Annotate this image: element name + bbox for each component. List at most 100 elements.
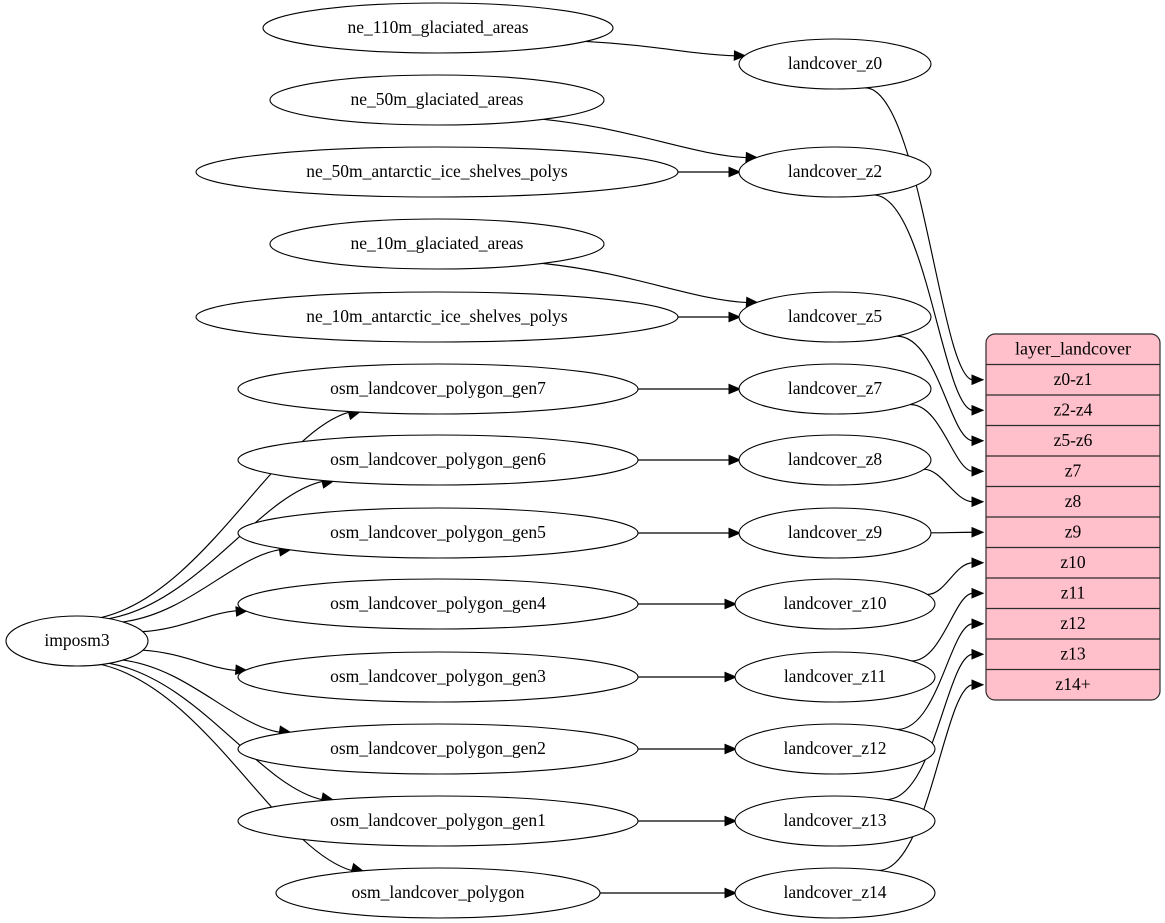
graph-node-osm_landcover_polygon_gen1[interactable]: osm_landcover_polygon_gen1: [237, 795, 639, 847]
node-label: landcover_z12: [783, 738, 886, 758]
edge-arrowhead: [724, 598, 738, 610]
node-label: landcover_z14: [783, 882, 886, 902]
edge-path: [109, 662, 324, 801]
edge-path: [585, 40, 736, 57]
row-label: z7: [1065, 460, 1082, 480]
edge-path: [910, 403, 974, 472]
table-row-z11[interactable]: z11: [986, 577, 1160, 602]
node-shape: [269, 74, 605, 126]
edge-path: [143, 649, 237, 672]
edge-path: [122, 549, 281, 623]
node-shape: [734, 578, 936, 630]
edge-ne_10m_antarctic_ice_shelves_polys-to-landcover_z5: [678, 311, 742, 323]
graph-node-osm_landcover_polygon[interactable]: osm_landcover_polygon: [275, 867, 601, 919]
node-shape: [734, 867, 936, 919]
graph-node-osm_landcover_polygon_gen6[interactable]: osm_landcover_polygon_gen6: [237, 434, 639, 486]
node-shape: [738, 291, 932, 343]
table-row-z8[interactable]: z8: [986, 485, 1160, 511]
graph-node-landcover_z11[interactable]: landcover_z11: [734, 651, 936, 703]
node-label: landcover_z10: [783, 593, 886, 613]
graph-node-landcover_z14[interactable]: landcover_z14: [734, 867, 936, 919]
row-label: z14+: [1055, 674, 1090, 694]
table-header-label: layer_landcover: [1015, 338, 1131, 358]
edge-arrowhead: [724, 671, 738, 683]
edge-path: [122, 659, 281, 733]
edge-landcover_z2-to-z2-z4: [873, 194, 985, 416]
row-label: z0-z1: [1054, 369, 1093, 389]
graph-node-ne_10m_antarctic_ice_shelves_polys[interactable]: ne_10m_antarctic_ice_shelves_polys: [195, 291, 679, 343]
graph-node-osm_landcover_polygon_gen4[interactable]: osm_landcover_polygon_gen4: [237, 578, 639, 630]
edge-osm_landcover_polygon_gen2-to-landcover_z12: [638, 743, 738, 755]
edge-arrowhead: [724, 887, 738, 899]
edge-arrowhead: [728, 383, 742, 395]
edge-osm_landcover_polygon_gen4-to-landcover_z10: [638, 598, 738, 610]
graph-node-osm_landcover_polygon_gen2[interactable]: osm_landcover_polygon_gen2: [237, 723, 639, 775]
graph-node-landcover_z2[interactable]: landcover_z2: [738, 146, 932, 198]
edge-osm_landcover_polygon_gen7-to-landcover_z7: [638, 383, 742, 395]
edge-path: [911, 592, 974, 662]
table-row-z10[interactable]: z10: [986, 546, 1160, 572]
table-header: layer_landcover: [1015, 338, 1131, 358]
edge-path: [873, 194, 974, 411]
row-label: z2-z4: [1054, 399, 1093, 419]
edge-landcover_z5-to-z5-z6: [896, 335, 985, 447]
row-label: z12: [1060, 613, 1085, 633]
graph-node-ne_110m_glaciated_areas[interactable]: ne_110m_glaciated_areas: [262, 2, 614, 54]
graph-node-landcover_z8[interactable]: landcover_z8: [738, 434, 932, 486]
edge-path: [543, 118, 748, 159]
row-label: z9: [1065, 521, 1082, 541]
graph-node-ne_10m_glaciated_areas[interactable]: ne_10m_glaciated_areas: [269, 218, 605, 270]
table-row-z2-z4[interactable]: z2-z4: [986, 394, 1160, 419]
graph-node-ne_50m_antarctic_ice_shelves_polys[interactable]: ne_50m_antarctic_ice_shelves_polys: [195, 146, 679, 198]
graph-node-landcover_z9[interactable]: landcover_z9: [738, 507, 932, 559]
row-label: z13: [1060, 643, 1086, 663]
table-row-z13[interactable]: z13: [986, 638, 1160, 663]
graph-node-osm_landcover_polygon_gen7[interactable]: osm_landcover_polygon_gen7: [237, 363, 639, 415]
node-label: osm_landcover_polygon_gen6: [330, 449, 546, 469]
table-row-z14+[interactable]: z14+: [986, 668, 1160, 694]
edge-osm_landcover_polygon_gen3-to-landcover_z11: [638, 671, 738, 683]
edge-path: [878, 684, 974, 872]
table-row-z12[interactable]: z12: [986, 607, 1160, 633]
edge-landcover_z9-to-z9: [930, 526, 985, 538]
graph-node-osm_landcover_polygon_gen3[interactable]: osm_landcover_polygon_gen3: [237, 651, 639, 703]
edge-arrowhead: [728, 311, 742, 323]
graph-node-ne_50m_glaciated_areas[interactable]: ne_50m_glaciated_areas: [269, 74, 605, 126]
edge-arrowhead: [728, 527, 742, 539]
graph-node-landcover_z12[interactable]: landcover_z12: [734, 723, 936, 775]
edge-ne_110m_glaciated_areas-to-landcover_z0: [585, 40, 747, 61]
node-label: osm_landcover_polygon_gen7: [330, 378, 546, 398]
edge-landcover_z10-to-z10: [927, 557, 985, 596]
node-shape: [237, 651, 639, 703]
edge-arrowhead: [971, 648, 985, 660]
table-row-z9[interactable]: z9: [986, 516, 1160, 541]
nodes-layer: imposm3 ne_110m_glaciated_areas ne_50m_gla…: [5, 2, 936, 919]
edges-layer: [101, 40, 985, 899]
graph-node-landcover_z13[interactable]: landcover_z13: [734, 795, 936, 847]
graph-node-landcover_z0[interactable]: landcover_z0: [738, 38, 932, 90]
node-label: landcover_z13: [783, 810, 886, 830]
graph-node-landcover_z5[interactable]: landcover_z5: [738, 291, 932, 343]
node-label: imposm3: [44, 630, 109, 650]
edge-landcover_z11-to-z11: [911, 587, 985, 662]
table-row-z0-z1[interactable]: z0-z1: [986, 363, 1160, 389]
graph-node-imposm3[interactable]: imposm3: [5, 615, 149, 667]
table-row-z7[interactable]: z7: [986, 455, 1160, 480]
node-shape: [5, 615, 149, 667]
node-shape: [738, 38, 932, 90]
node-label: osm_landcover_polygon_gen4: [330, 593, 546, 613]
edge-path: [886, 653, 974, 801]
edge-landcover_z8-to-z8: [924, 468, 985, 508]
edge-path: [865, 87, 974, 381]
table-row-z5-z6[interactable]: z5-z6: [986, 424, 1160, 450]
edge-path: [897, 623, 974, 731]
graph-node-osm_landcover_polygon_gen5[interactable]: osm_landcover_polygon_gen5: [237, 507, 639, 559]
edge-imposm3-to-osm_landcover_polygon_gen3: [143, 649, 249, 676]
edge-arrowhead: [971, 557, 985, 569]
edge-imposm3-to-osm_landcover_polygon_gen4: [142, 606, 249, 633]
edge-path: [896, 335, 974, 442]
edge-osm_landcover_polygon_gen1-to-landcover_z13: [638, 815, 738, 827]
graph-node-landcover_z10[interactable]: landcover_z10: [734, 578, 936, 630]
edge-arrowhead: [728, 454, 742, 466]
graph-node-landcover_z7[interactable]: landcover_z7: [738, 363, 932, 415]
